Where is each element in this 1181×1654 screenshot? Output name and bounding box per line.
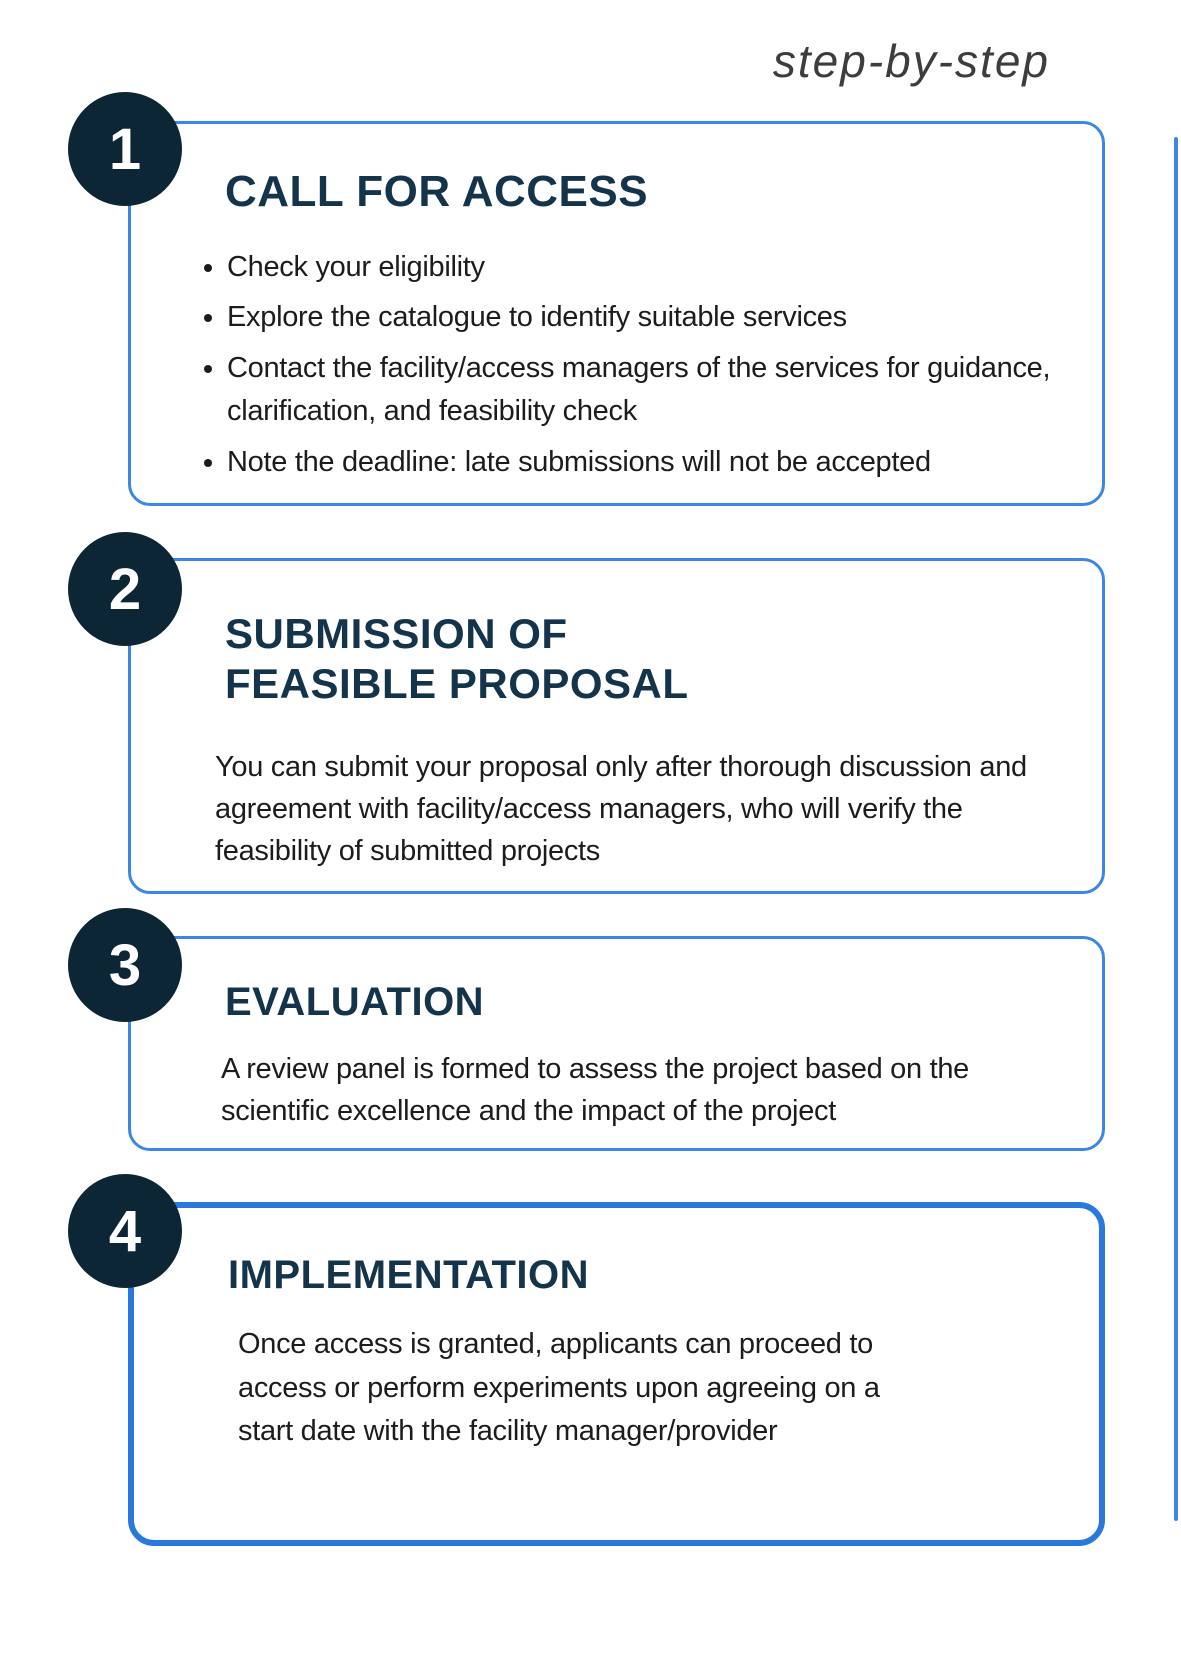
step-2-description: You can submit your proposal only after …	[215, 751, 1027, 868]
step-1-number-badge: 1	[68, 92, 182, 206]
bullet-item: Note the deadline: late submissions will…	[227, 441, 1062, 485]
step-4-card: IMPLEMENTATION Once access is granted, a…	[128, 1202, 1105, 1546]
step-3-number-badge: 3	[68, 908, 182, 1022]
bullet-item: Explore the catalogue to identify suitab…	[227, 296, 1062, 340]
step-3-card: EVALUATION A review panel is formed to a…	[128, 936, 1105, 1151]
bullet-item: Check your eligibility	[227, 246, 1062, 290]
step-2-title: SUBMISSION OF FEASIBLE PROPOSAL	[225, 610, 689, 707]
right-edge-accent-line	[1174, 137, 1178, 1521]
step-1-title: CALL FOR ACCESS	[225, 167, 649, 216]
step-4-title: IMPLEMENTATION	[228, 1253, 590, 1297]
step-1-bullet-list: Check your eligibility Explore the catal…	[131, 246, 1102, 485]
step-number: 4	[108, 1198, 142, 1264]
step-number: 1	[108, 116, 142, 182]
step-3-description: A review panel is formed to assess the p…	[221, 1053, 970, 1128]
step-number: 2	[108, 556, 142, 622]
step-2-number-badge: 2	[68, 532, 182, 646]
step-4-number-badge: 4	[68, 1174, 182, 1288]
step-1-card: CALL FOR ACCESS Check your eligibility E…	[128, 121, 1105, 506]
step-2-card: SUBMISSION OF FEASIBLE PROPOSAL You can …	[128, 558, 1105, 894]
step-number: 3	[108, 932, 142, 998]
step-4-description: Once access is granted, applicants can p…	[238, 1328, 880, 1448]
step-3-title: EVALUATION	[225, 980, 485, 1024]
bullet-item: Contact the facility/access managers of …	[227, 347, 1062, 434]
page-title: step-by-step	[772, 35, 1050, 87]
